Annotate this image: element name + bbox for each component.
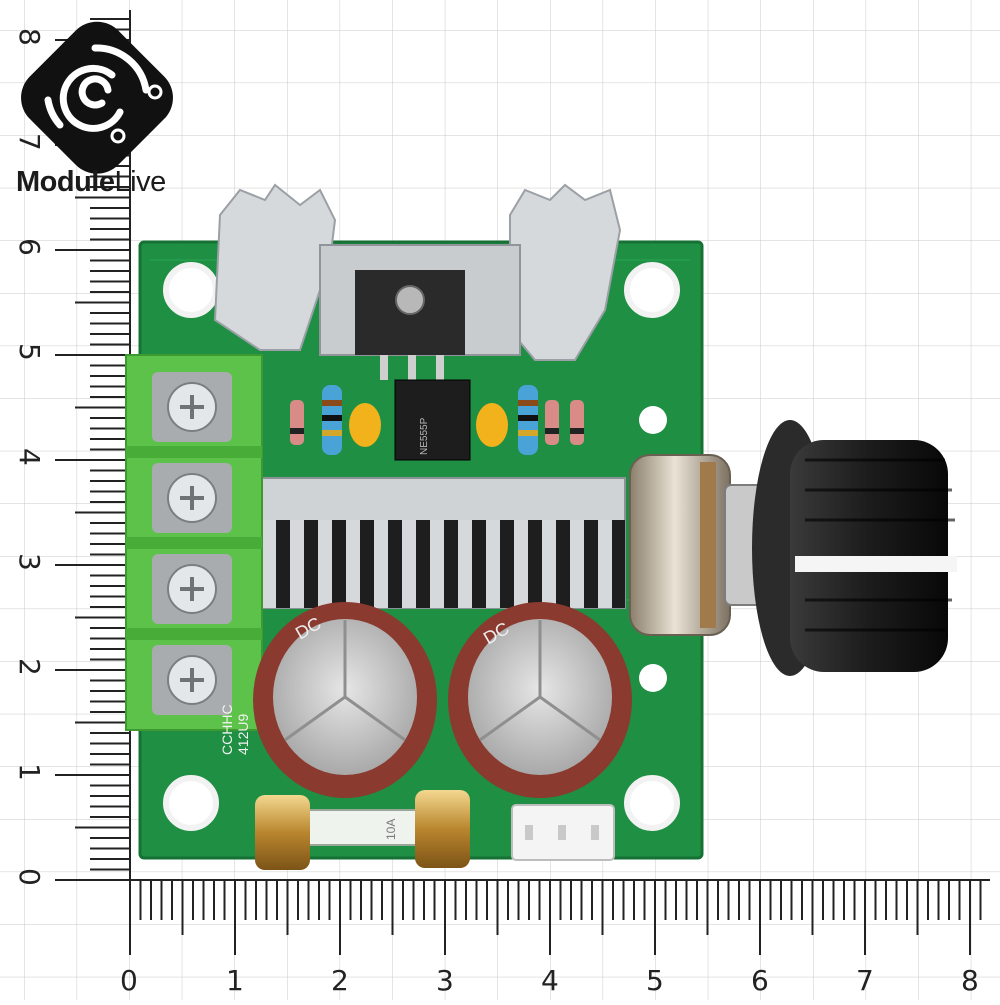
- middle-heatsink: [254, 477, 626, 609]
- mounting-hole: [624, 262, 680, 318]
- h-num-8: 8: [961, 964, 979, 997]
- vertical-ruler-numbers: 0 1 2 3 4 5 6 7 8: [13, 28, 46, 886]
- three-pin-connector: [511, 804, 615, 861]
- pcb-hole: [639, 406, 667, 434]
- control-knob[interactable]: [752, 420, 957, 676]
- mounting-hole: [163, 775, 219, 831]
- v-num-7: 7: [13, 133, 46, 151]
- horizontal-ruler-numbers: 0 1 2 3 4 5 6 7 8: [120, 964, 979, 997]
- chip-marking: NE555P: [419, 417, 430, 455]
- v-num-5: 5: [13, 343, 46, 361]
- terminal-screw-icon: [152, 645, 232, 715]
- terminal-screw-icon: [152, 463, 232, 533]
- h-num-1: 1: [226, 964, 244, 997]
- brand-name-bold: Module: [16, 166, 115, 198]
- top-heatsink: [213, 183, 622, 380]
- resistor: [322, 385, 342, 455]
- v-num-4: 4: [13, 448, 46, 466]
- screw-icon: [395, 285, 425, 315]
- v-num-8: 8: [13, 28, 46, 46]
- electrolytic-capacitor: DC: [253, 602, 437, 798]
- h-num-3: 3: [436, 964, 454, 997]
- h-num-2: 2: [331, 964, 349, 997]
- ic-chip: NE555P: [394, 379, 471, 461]
- board-print: CCHHC: [219, 704, 235, 755]
- v-num-0: 0: [13, 868, 46, 886]
- horizontal-ruler: [129, 879, 990, 955]
- v-num-6: 6: [13, 238, 46, 256]
- mounting-hole: [624, 775, 680, 831]
- v-num-3: 3: [13, 553, 46, 571]
- v-num-1: 1: [13, 763, 46, 781]
- terminal-screw-icon: [152, 554, 232, 624]
- brand-logo: [21, 21, 173, 174]
- brand-name-light: Live: [114, 166, 167, 198]
- h-num-4: 4: [541, 964, 559, 997]
- knob-indicator-line: [795, 556, 957, 572]
- h-num-7: 7: [856, 964, 874, 997]
- ceramic-capacitor: [476, 403, 508, 447]
- h-num-5: 5: [646, 964, 664, 997]
- fuse: 10A: [255, 790, 470, 870]
- electrolytic-capacitor: DC: [448, 602, 632, 798]
- h-num-0: 0: [120, 964, 138, 997]
- terminal-screw-icon: [152, 372, 232, 442]
- fuse-marking: 10A: [384, 819, 398, 840]
- v-num-2: 2: [13, 658, 46, 676]
- circuit-swirl-logo-icon: [44, 44, 150, 132]
- diode: [290, 400, 304, 445]
- diode: [570, 400, 584, 445]
- brand-name: ModuleLive: [16, 166, 166, 199]
- resistor: [518, 385, 538, 455]
- ceramic-capacitor: [349, 403, 381, 447]
- mounting-hole: [163, 262, 219, 318]
- diode: [545, 400, 559, 445]
- pcb-hole: [639, 664, 667, 692]
- h-num-6: 6: [751, 964, 769, 997]
- screw-terminal-block: [125, 354, 263, 731]
- board-print: 412U9: [235, 714, 251, 755]
